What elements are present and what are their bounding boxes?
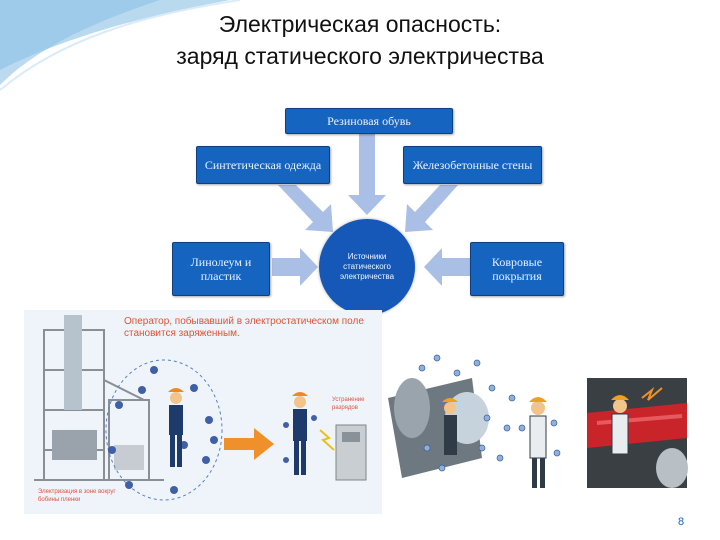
static-charge-photos — [382, 328, 688, 514]
film-zone-label: Электризация в зоне вокруг бобины пленки — [38, 488, 128, 504]
center-label: Источники статического электричества — [332, 252, 402, 282]
arrow-top-right — [405, 185, 458, 232]
source-linoleum-plastic: Линолеум и пластик — [172, 242, 270, 296]
static-charge-photos-graphic — [382, 328, 688, 514]
operator-illustration: Оператор, побывавший в электростатическо… — [24, 310, 382, 514]
page-number: 8 — [678, 516, 684, 528]
rollers-worker-image — [388, 378, 489, 478]
arrow-right — [424, 248, 470, 286]
arrow-top — [348, 134, 386, 215]
source-rubber-shoes: Резиновая обувь — [285, 108, 453, 134]
source-concrete-walls: Железобетонные стены — [403, 146, 542, 184]
operator-illustration-graphic — [24, 310, 382, 514]
red-machine-worker-image — [587, 378, 688, 488]
arrow-top-left — [278, 185, 333, 232]
operator-caption: Оператор, побывавший в электростатическо… — [124, 316, 374, 340]
arrow-left — [272, 248, 318, 286]
grounding-label: Устранение разрядов — [332, 396, 380, 412]
source-synthetic-clothing: Синтетическая одежда — [196, 146, 330, 184]
center-static-sources: Источники статического электричества — [319, 219, 415, 315]
worker-image-2 — [529, 397, 547, 488]
source-carpets: Ковровые покрытия — [470, 242, 564, 296]
